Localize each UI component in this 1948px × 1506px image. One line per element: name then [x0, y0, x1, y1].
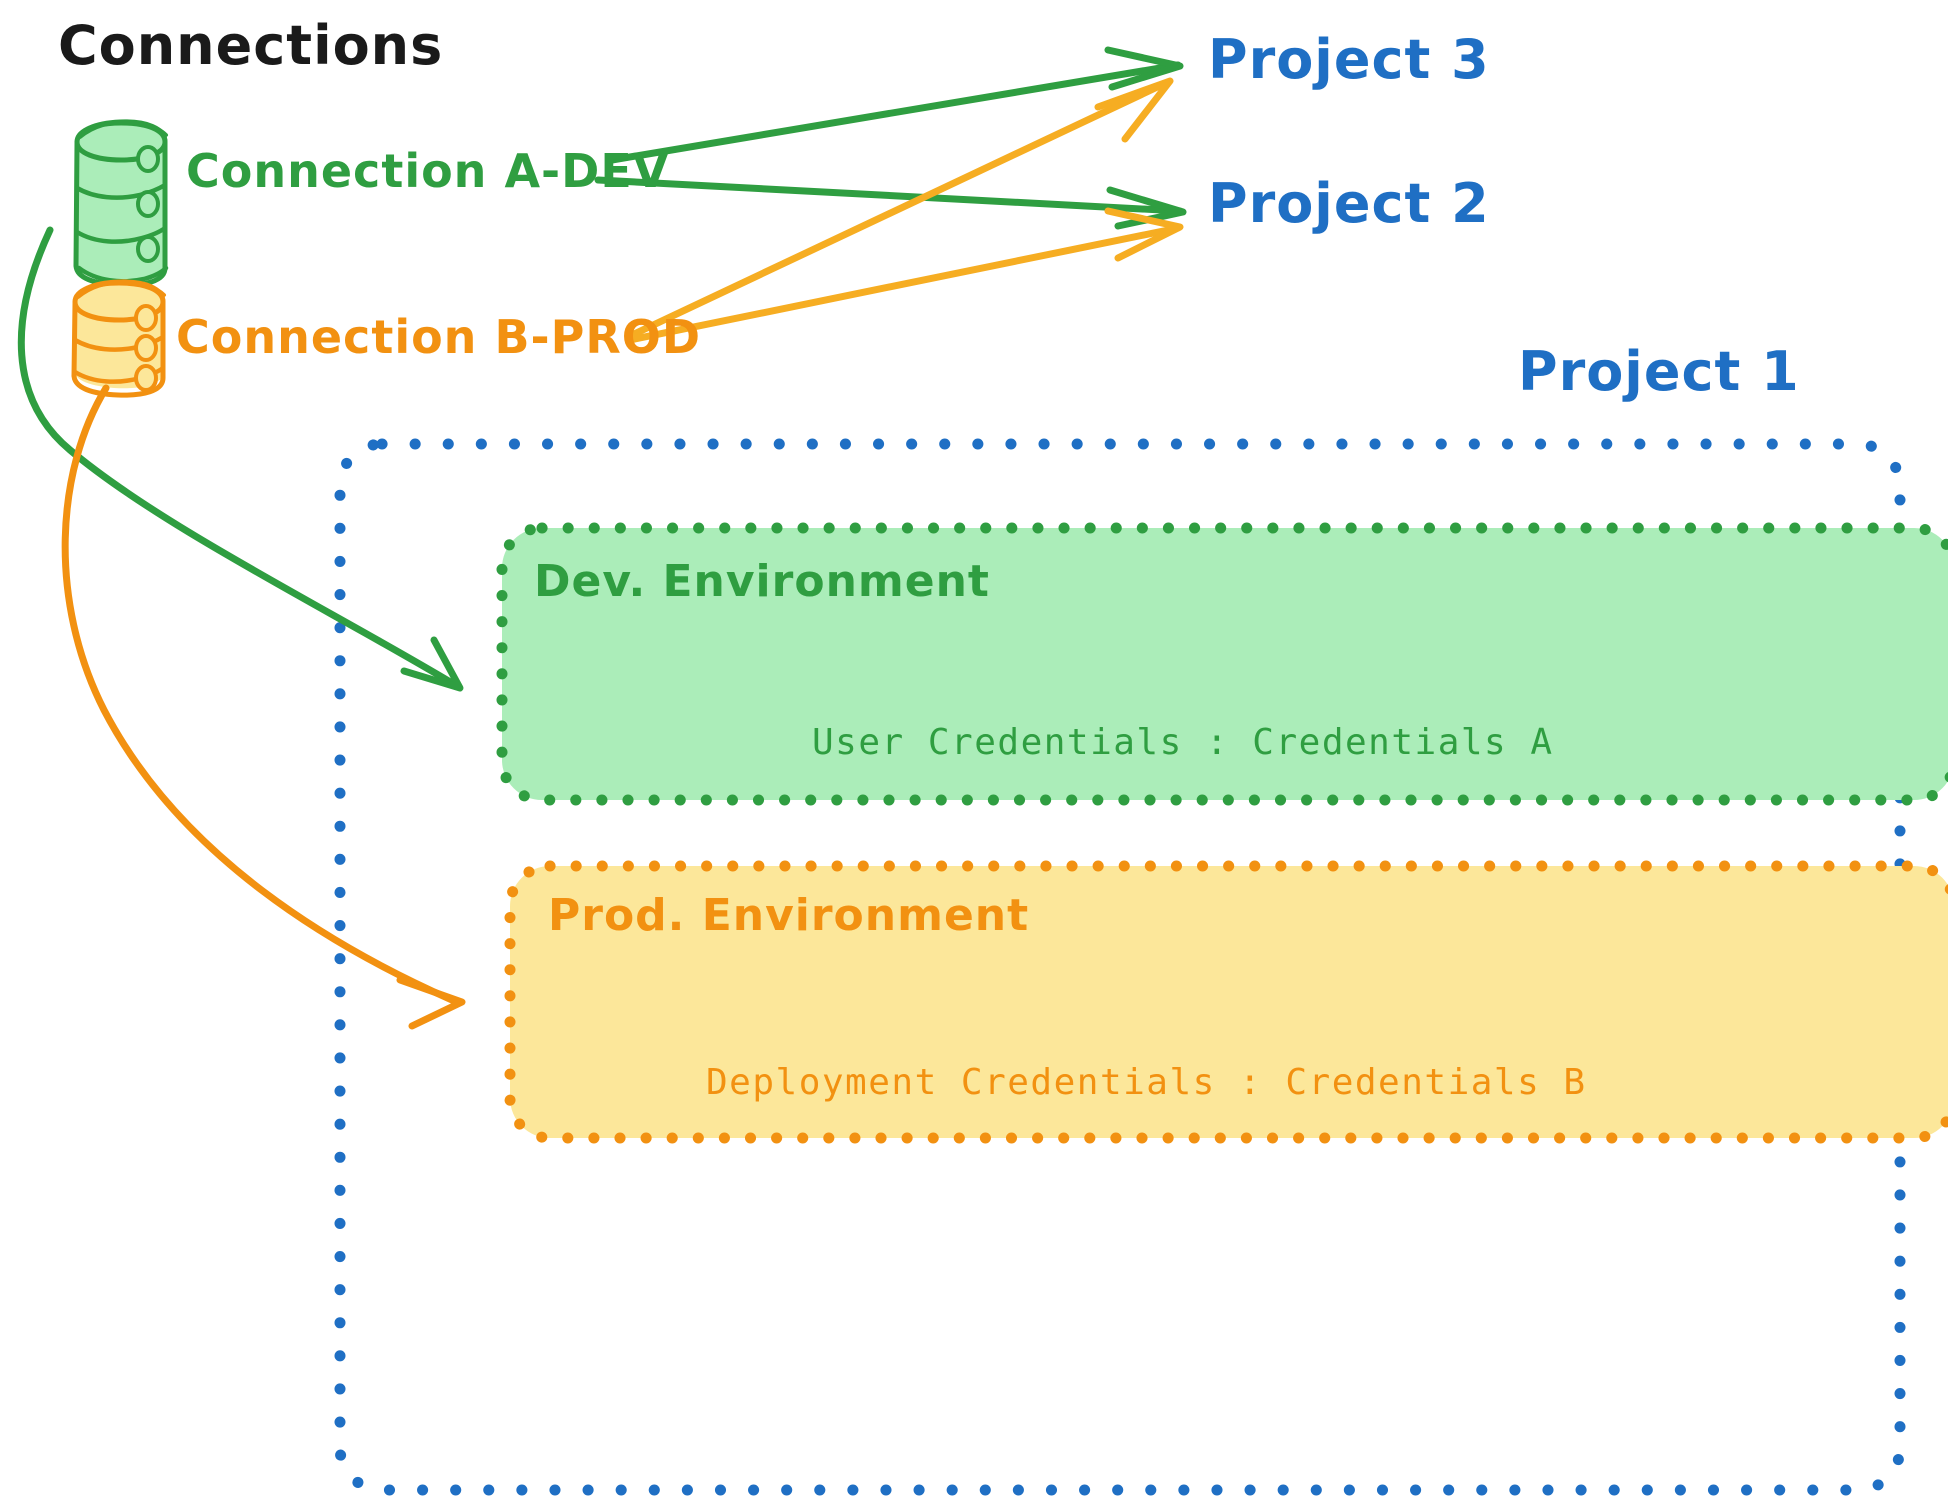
database-icon-orange	[71, 279, 166, 398]
prod-environment-box[interactable]	[510, 866, 1948, 1138]
dev-environment-box-border	[496, 522, 1948, 806]
prod-environment-title: Prod. Environment	[548, 890, 1030, 941]
database-disk-light	[134, 364, 158, 392]
database-disk-light	[136, 145, 160, 173]
dev-environment-box[interactable]	[502, 528, 1948, 800]
connection-a-label[interactable]: Connection A-DEV	[186, 144, 670, 198]
prod-environment-credentials: Deployment Credentials : Credentials B	[706, 1062, 1587, 1103]
project-1-label[interactable]: Project 1	[1518, 340, 1800, 403]
database-disk-light	[136, 190, 160, 218]
edge-a-to-project2	[594, 176, 1187, 230]
edge-a-to-dev-environment	[17, 226, 464, 692]
database-disk-light	[134, 304, 158, 332]
project-3-label[interactable]: Project 3	[1208, 28, 1490, 91]
prod-environment-box-border	[504, 860, 1948, 1144]
database-disk-light	[134, 334, 158, 362]
project-2-label[interactable]: Project 2	[1208, 172, 1490, 235]
edge-b-to-prod-environment	[61, 384, 466, 1030]
connection-b-label[interactable]: Connection B-PROD	[176, 310, 702, 364]
edge-b-to-project2	[626, 207, 1184, 344]
edge-b-to-project3	[626, 77, 1174, 340]
database-disk-light	[136, 235, 160, 263]
database-icon-green	[73, 119, 169, 288]
dev-environment-title: Dev. Environment	[534, 556, 990, 607]
page-title: Connections	[58, 14, 444, 77]
edge-a-to-project3	[608, 46, 1184, 164]
dev-environment-credentials: User Credentials : Credentials A	[812, 722, 1554, 763]
